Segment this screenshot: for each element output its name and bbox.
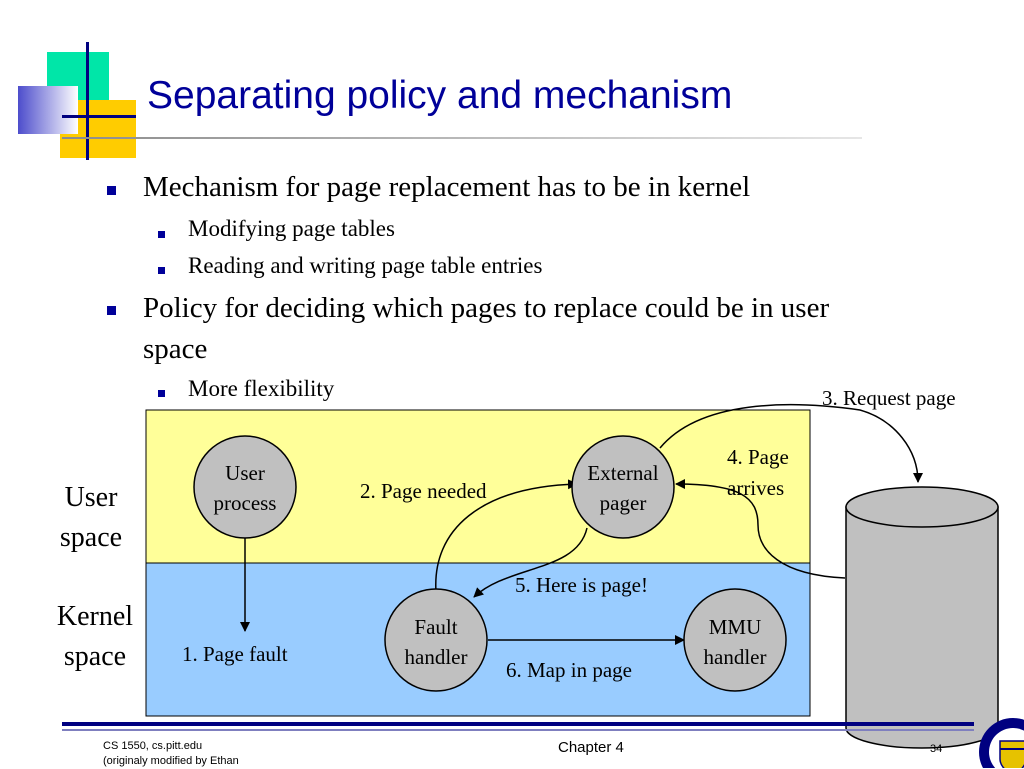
title-divider — [62, 137, 862, 139]
sub-bullet-marker — [158, 231, 165, 238]
university-seal-logo — [979, 718, 1024, 768]
sub-bullet-modifying: Modifying page tables — [188, 216, 395, 241]
bullet-policy-line1: Policy for deciding which pages to repla… — [143, 292, 830, 324]
fault-handler-label-1: Fault — [414, 615, 457, 639]
footer-page-number: 34 — [930, 743, 943, 755]
kernel-space-label: Kernel space — [56, 601, 134, 672]
footer-chapter: Chapter 4 — [558, 739, 624, 756]
external-pager-node — [571, 435, 675, 539]
arrow-here-is-page — [473, 527, 588, 598]
step-2-label: 2. Page needed — [360, 479, 487, 503]
mmu-handler-label-1: MMU — [709, 615, 762, 639]
user-process-label-2: process — [214, 491, 277, 515]
bullet-mechanism: Mechanism for page replacement has to be… — [143, 171, 751, 203]
sub-bullet-marker — [158, 390, 165, 397]
external-pager-label-2: pager — [600, 491, 647, 515]
disk-icon — [845, 486, 999, 749]
bullet-marker — [107, 186, 116, 195]
user-process-label-1: User — [225, 461, 265, 485]
step-6-label: 6. Map in page — [506, 658, 632, 682]
sub-bullet-flexibility: More flexibility — [188, 376, 335, 401]
arrow-page-arrives — [675, 479, 846, 579]
footer-rule — [62, 722, 974, 726]
user-process-node — [193, 435, 297, 539]
step-4-label-1: 4. Page — [727, 445, 789, 469]
bullet-policy-line2: space — [143, 333, 208, 365]
arrow-page-needed — [435, 479, 578, 593]
step-3-label: 3. Request page — [822, 386, 956, 410]
mmu-handler-label-2: handler — [704, 645, 767, 669]
fault-handler-label-2: handler — [405, 645, 468, 669]
slide-title: Separating policy and mechanism — [147, 74, 733, 117]
user-space-label: User space — [59, 482, 123, 553]
fault-handler-node — [384, 588, 488, 692]
mmu-handler-node — [683, 588, 787, 692]
footer-course: CS 1550, cs.pitt.edu (originaly modified… — [103, 740, 239, 767]
external-pager-label-1: External — [587, 461, 658, 485]
step-4-label-2: arrives — [727, 476, 784, 500]
sub-bullet-marker — [158, 267, 165, 274]
footer-rule-thin — [62, 729, 974, 731]
sub-bullet-reading: Reading and writing page table entries — [188, 253, 543, 278]
step-1-label: 1. Page fault — [182, 642, 288, 666]
bullet-marker — [107, 306, 116, 315]
arrow-request-page — [659, 403, 923, 483]
step-5-label: 5. Here is page! — [515, 573, 648, 597]
